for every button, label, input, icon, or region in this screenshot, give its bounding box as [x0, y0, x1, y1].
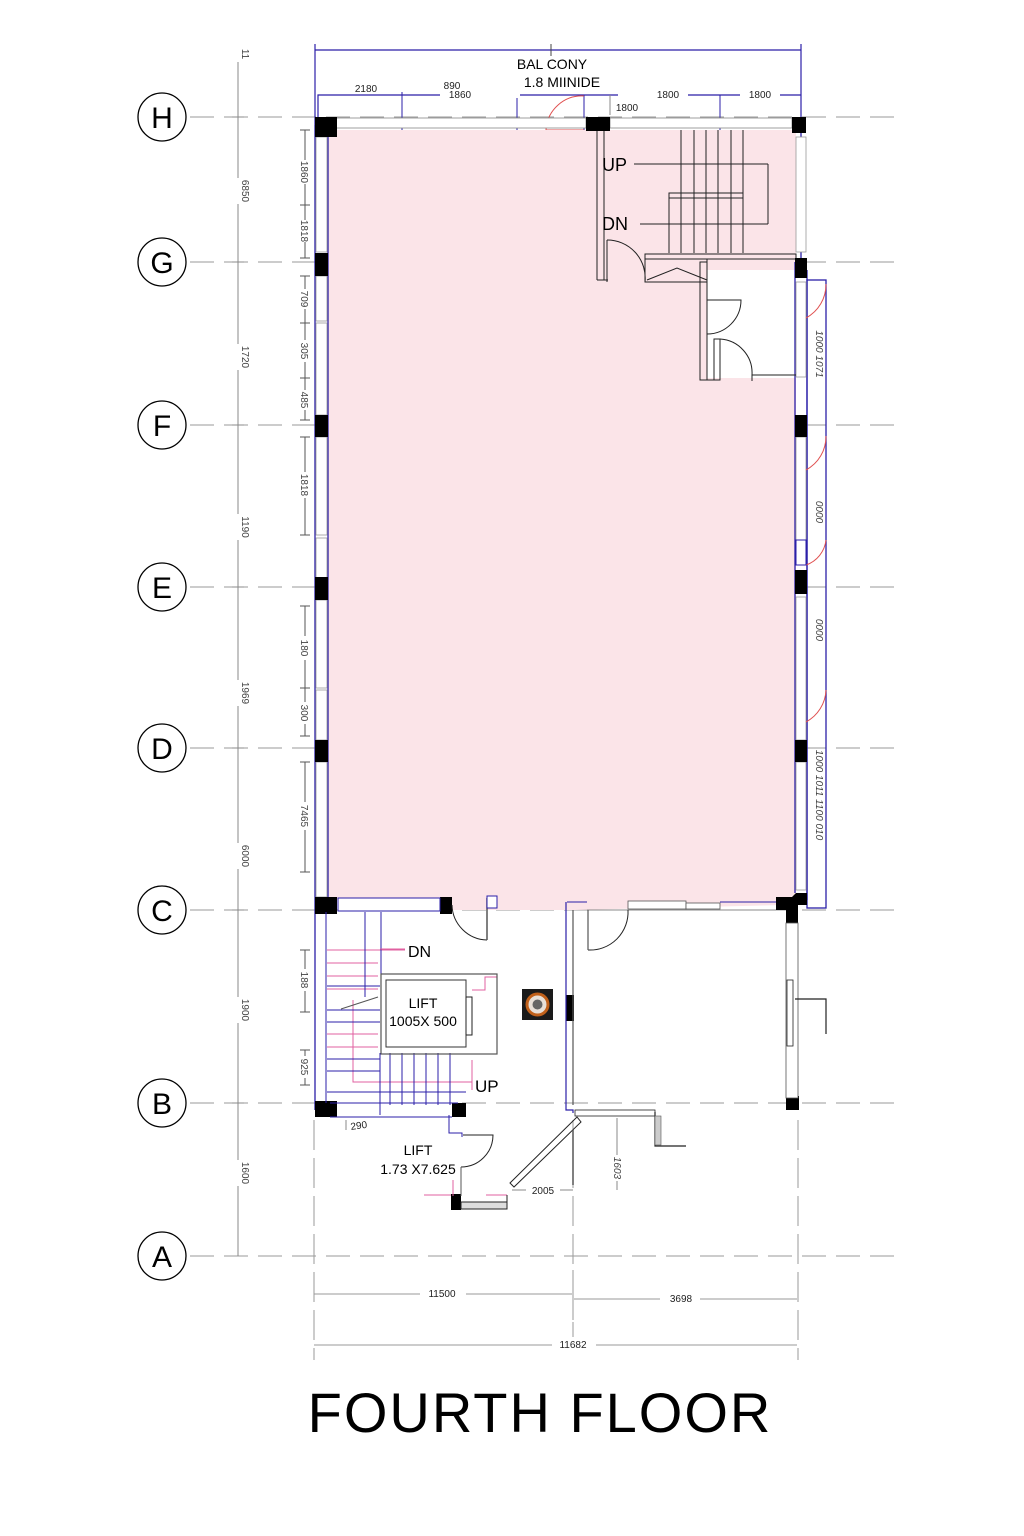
grid-bubbles: [137, 92, 187, 1281]
grid-label-f: F: [153, 410, 171, 443]
lift2-label: LIFT: [404, 1142, 433, 1158]
grid-label-h: H: [151, 102, 173, 135]
dim-right-b: 0000: [813, 501, 824, 524]
dim-right-d: 1000 1011 1100 010: [813, 750, 824, 841]
dim-fe: 1190: [239, 516, 250, 538]
stair-up-label-bottom: UP: [475, 1077, 499, 1096]
ramp: [509, 1116, 582, 1191]
dim-inner-f: 1818: [298, 474, 309, 497]
dim-inner-k: 925: [298, 1059, 309, 1076]
vertical-gridlines: [313, 1120, 799, 1360]
grid-label-e: E: [152, 572, 172, 605]
balcony-label: BAL CONY: [517, 56, 588, 72]
dim-cb: 1900: [239, 999, 250, 1022]
dim-dc: 6000: [239, 845, 250, 868]
bottom-dimensions: [314, 1270, 797, 1346]
left-inner-dim-texts: 1860 1818 709 305 485 1818 180 300 7465 …: [298, 161, 309, 1076]
balcony-width-label: 1.8 MIINIDE: [524, 74, 600, 90]
dim-bottom-right: 3698: [670, 1294, 693, 1305]
dim-inner-j: 188: [298, 972, 309, 989]
lower-right-room: [565, 900, 827, 1147]
dim-hg: 6850: [239, 180, 250, 203]
stair-down-label: DN: [602, 214, 628, 234]
dim-top-1: 2180: [355, 84, 378, 95]
dim-inner-a: 1860: [298, 161, 309, 184]
dim-bottom-total: 11682: [559, 1340, 587, 1351]
left-outer-dimension: 11 6850 1720 1190 1969 6000 1900 1600: [232, 46, 250, 1256]
main-hall: 1000 1071 0000 0000 1000 1011 1100 010: [314, 117, 827, 1110]
grid-label-c: C: [151, 895, 173, 928]
dim-right-c: 0000: [813, 619, 824, 642]
dim-inner-i: 7465: [298, 805, 309, 828]
lift-label: LIFT: [409, 995, 438, 1011]
drawing-title: FOURTH FLOOR: [307, 1381, 773, 1444]
dim-inner-g: 180: [298, 640, 309, 657]
dim-gf: 1720: [239, 346, 250, 369]
drain-icon: [522, 989, 553, 1020]
columns: [315, 117, 807, 1210]
dim-top-mark: 11: [239, 49, 250, 60]
grid-label-d: D: [151, 733, 173, 766]
dim-290: 290: [350, 1120, 368, 1133]
dim-top-2: 890: [444, 81, 461, 92]
dim-bottom-left: 11500: [428, 1289, 456, 1300]
lift-size-label: 1005X 500: [389, 1013, 457, 1029]
dim-1603: 1603: [611, 1157, 622, 1180]
grid-label-b: B: [152, 1088, 172, 1121]
balcony: BAL CONY 1.8 MIINIDE 2180 890 1860 1800 …: [314, 44, 802, 131]
grid-label-g: G: [150, 247, 173, 280]
grid-label-a: A: [152, 1241, 172, 1274]
dim-inner-b: 1818: [298, 220, 309, 243]
lift2-size-label: 1.73 X7.625: [380, 1161, 456, 1177]
dim-top-3: 1860: [449, 90, 472, 101]
dim-inner-d: 305: [298, 343, 309, 360]
dim-right-a: 1000 1071: [813, 330, 824, 377]
staircase-top: [596, 130, 797, 381]
dim-ba: 1600: [239, 1162, 250, 1185]
dim-ed: 1969: [239, 682, 250, 705]
dim-top-6: 1800: [749, 90, 772, 101]
stair-down-label-bottom: DN: [408, 944, 431, 961]
left-inner-dimensions: [300, 129, 310, 1086]
dim-top-5: 1800: [657, 90, 680, 101]
dim-inner-c: 709: [298, 291, 309, 308]
lift-entry: [424, 1134, 508, 1210]
dim-inner-e: 485: [298, 392, 309, 409]
dim-inner-h: 300: [298, 705, 309, 722]
stair-up-label: UP: [602, 155, 627, 175]
staircase-bottom: LIFT 1005X 500 DN UP: [325, 895, 499, 1137]
dim-2005: 2005: [532, 1186, 555, 1197]
dim-top-4: 1800: [616, 103, 639, 114]
